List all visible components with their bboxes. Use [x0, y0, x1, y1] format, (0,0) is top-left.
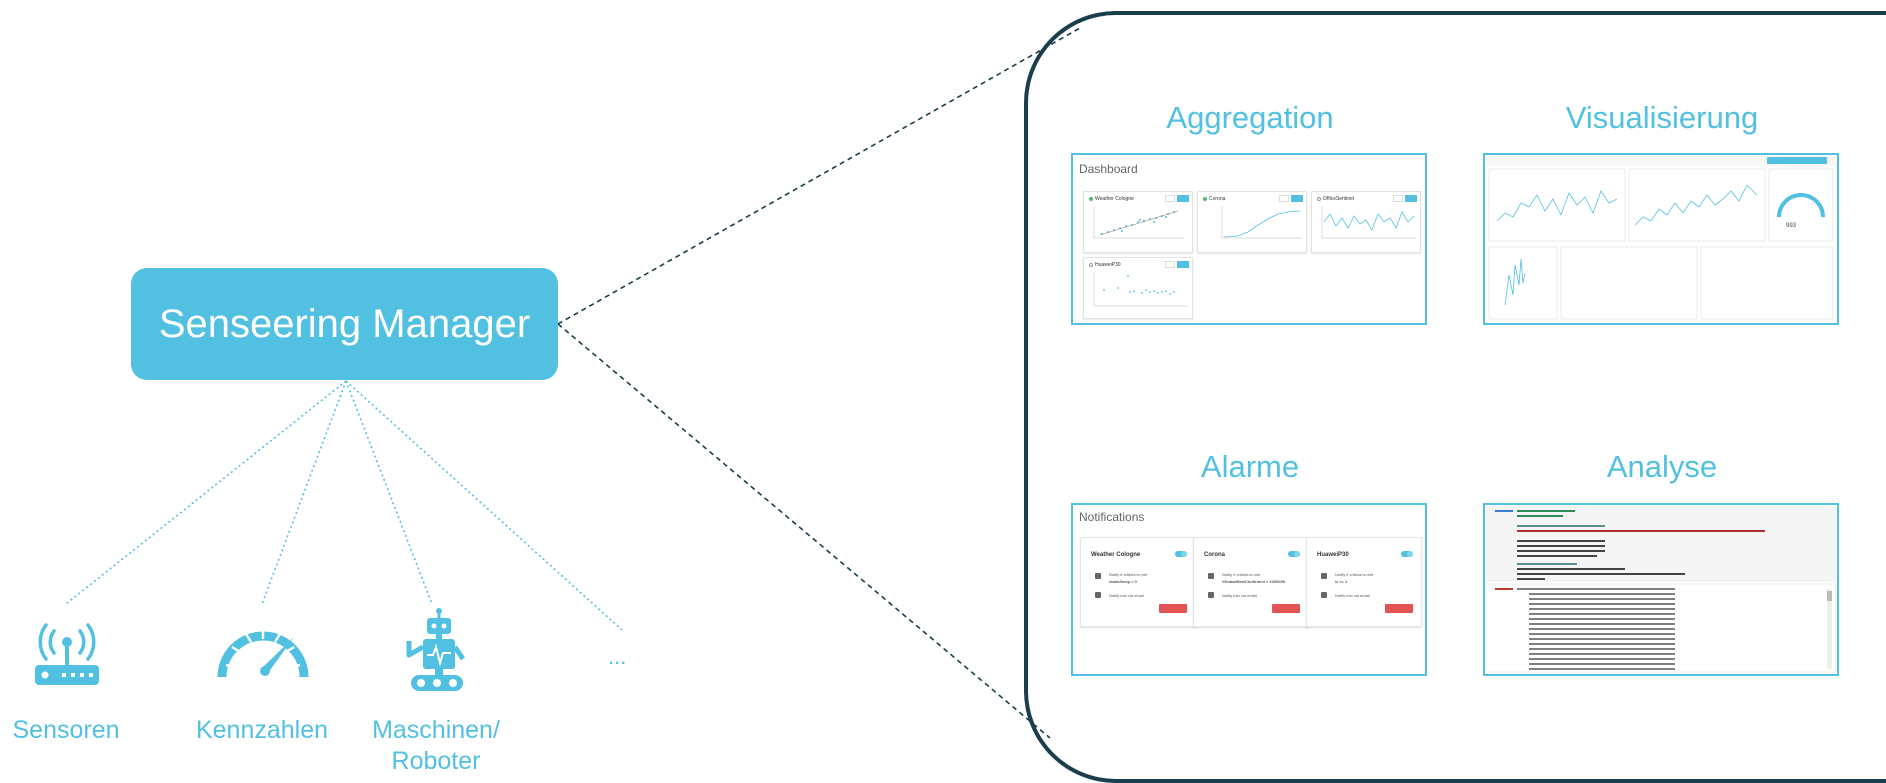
email-icon — [1095, 592, 1101, 598]
label-kennzahlen: Kennzahlen — [195, 716, 329, 744]
gauge-value: 993 — [1786, 223, 1797, 229]
aggregation-title: Aggregation — [1166, 100, 1334, 135]
visualisierung-charts — [1486, 156, 1836, 320]
notification-rule-label: Notify if criteria is met — [1109, 572, 1148, 577]
remove-button[interactable] — [1272, 604, 1300, 613]
connector-kennzahlen — [261, 380, 347, 605]
alarme-thumbnail: Notifications Weather Cologne Notify if … — [1071, 503, 1427, 676]
notification-name: Corona — [1204, 552, 1225, 558]
manager-label: Senseering Manager — [158, 301, 531, 346]
dashboard-card: HuaweiP30 — [1083, 257, 1193, 319]
notification-channel: Notify info via email — [1222, 593, 1257, 598]
manager-box: Senseering Manager — [131, 268, 558, 380]
more-ellipsis: ... — [608, 644, 627, 669]
gauge-icon — [217, 630, 309, 678]
notification-rule-label: Notify if criteria is met — [1335, 572, 1374, 577]
notification-rule: /main/temp > 0 — [1109, 579, 1137, 584]
card-button — [1405, 195, 1417, 202]
dashboard-card: Weather Cologne — [1083, 191, 1193, 253]
gear-icon — [1321, 573, 1327, 579]
card-title: Corona — [1203, 196, 1225, 202]
aggregation-thumbnail: Dashboard Weather Cologne Corona OfficeS… — [1071, 153, 1427, 325]
card-title: OfficeSentinel — [1317, 196, 1354, 202]
notification-name: Weather Cologne — [1091, 552, 1141, 558]
notification-card: HuaweiP30 Notify if criteria is met /z >… — [1306, 537, 1422, 627]
visualisierung-thumbnail: 993 — [1483, 153, 1839, 325]
card-title-text: Weather Cologne — [1095, 196, 1134, 202]
connector-manager-panel-bottom — [557, 323, 1051, 739]
alarme-title: Alarme — [1200, 449, 1300, 484]
connector-manager-panel-top — [557, 27, 1081, 325]
gear-icon — [1208, 573, 1214, 579]
notification-channel: Notify info via email — [1109, 593, 1144, 598]
connector-more — [345, 380, 623, 631]
remove-button[interactable] — [1385, 604, 1413, 613]
card-input — [1165, 261, 1175, 268]
card-button — [1177, 195, 1189, 202]
visualisierung-title: Visualisierung — [1565, 100, 1759, 135]
connector-maschinen — [345, 380, 433, 605]
notifications-title: Notifications — [1079, 510, 1145, 524]
notification-rule-label: Notify if criteria is met — [1222, 572, 1261, 577]
card-button — [1177, 261, 1189, 268]
remove-button[interactable] — [1159, 604, 1187, 613]
analyse-thumbnail — [1483, 503, 1839, 676]
card-input — [1279, 195, 1289, 202]
router-icon — [35, 623, 99, 685]
card-title-text: OfficeSentinel — [1323, 196, 1355, 202]
robot-icon — [406, 608, 466, 691]
notification-channel: Notify info via email — [1335, 593, 1370, 598]
card-input — [1393, 195, 1403, 202]
gear-icon — [1095, 573, 1101, 579]
scatter-mini — [1093, 272, 1188, 307]
email-icon — [1208, 592, 1214, 598]
line-mini — [1321, 206, 1416, 239]
notification-card: Corona Notify if criteria is met /Global… — [1193, 537, 1309, 627]
card-title: Weather Cologne — [1089, 196, 1134, 202]
code-notebook — [1485, 506, 1837, 673]
card-title-text: HuaweiP30 — [1095, 262, 1121, 268]
email-icon — [1321, 592, 1327, 598]
notification-rule: /Global/NewConfirmed > 1000000 — [1222, 579, 1286, 584]
dashboard-title: Dashboard — [1079, 162, 1138, 176]
analyse-title: Analyse — [1606, 449, 1718, 484]
scatter-mini — [1093, 206, 1184, 239]
line-mini — [1221, 206, 1302, 239]
card-title-text: Corona — [1209, 196, 1226, 202]
card-input — [1165, 195, 1175, 202]
dashboard-card: OfficeSentinel — [1311, 191, 1421, 253]
dashboard-card: Corona — [1197, 191, 1307, 253]
notification-name: HuaweiP30 — [1317, 552, 1349, 558]
label-sensoren: Sensoren — [12, 716, 120, 744]
notification-rule: /z >= 1 — [1335, 579, 1348, 584]
notification-card: Weather Cologne Notify if criteria is me… — [1080, 537, 1196, 627]
notification-toggle[interactable] — [1288, 551, 1300, 557]
notification-toggle[interactable] — [1401, 551, 1413, 557]
connector-sensoren — [65, 380, 347, 605]
card-button — [1291, 195, 1303, 202]
notification-toggle[interactable] — [1175, 551, 1187, 557]
label-maschinen: Maschinen/ Roboter — [372, 716, 500, 775]
card-title: HuaweiP30 — [1089, 262, 1121, 268]
